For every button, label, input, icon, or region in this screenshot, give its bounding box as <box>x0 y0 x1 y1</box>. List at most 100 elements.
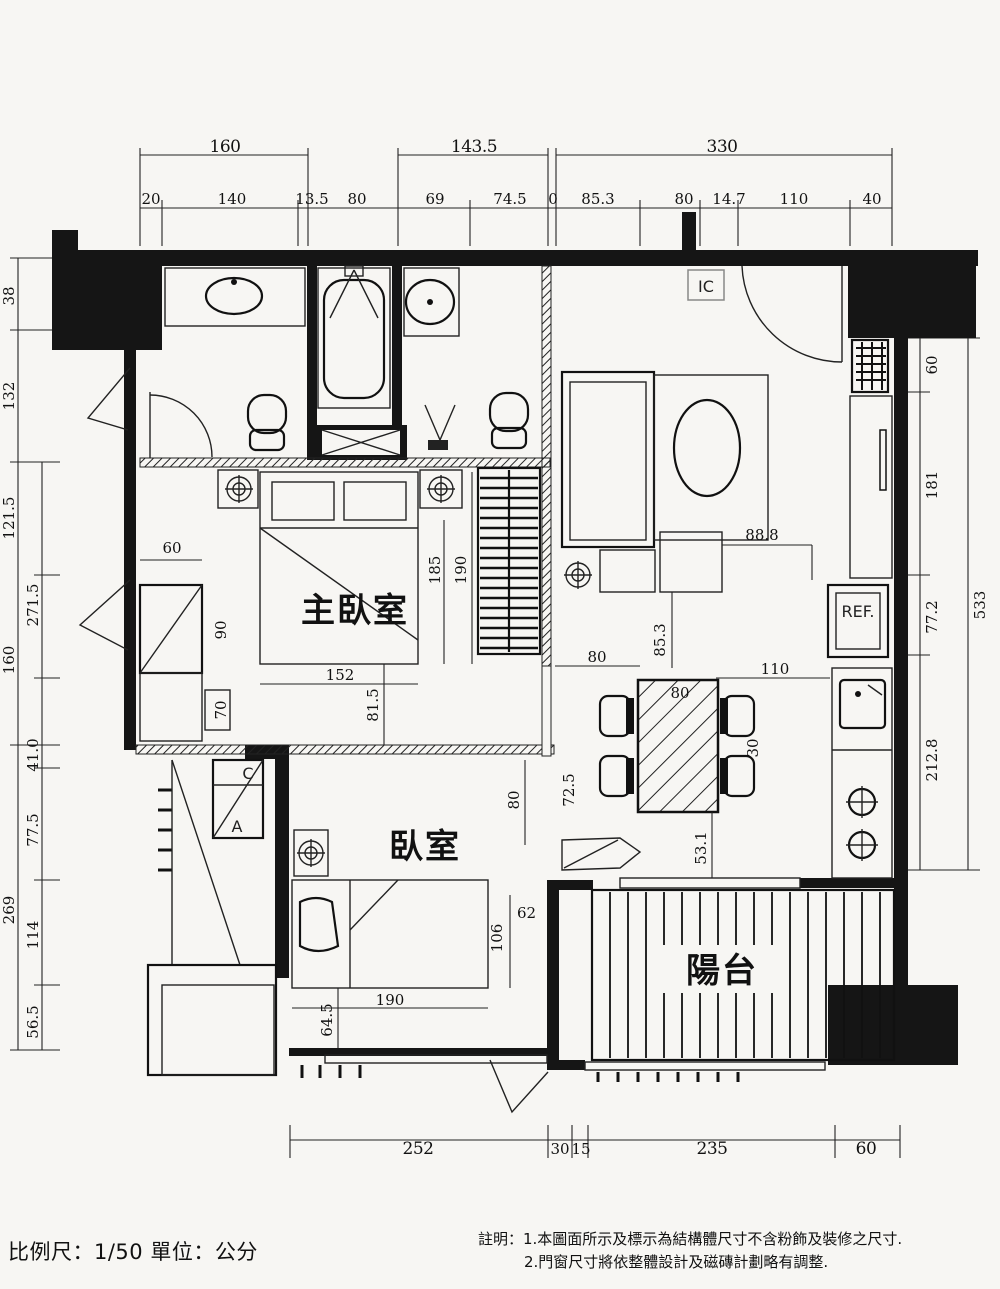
sink-right <box>404 278 456 326</box>
dim-right-60: 60 <box>923 355 941 374</box>
dim-bottom-30: 30 <box>550 1140 569 1158</box>
dim-88-8: 88.8 <box>745 526 778 544</box>
right-dimensions: 60 181 77.2 533 212.8 <box>905 337 989 871</box>
sofa <box>560 370 656 549</box>
dim-top-2: 143.5 <box>451 137 497 157</box>
dim-table-30: 30 <box>744 738 762 757</box>
bathrooms <box>149 265 530 458</box>
shoe-cabinet <box>850 338 890 394</box>
dim-top2-11: 110 <box>780 190 809 208</box>
intercom-label: IC <box>698 277 714 296</box>
dim-left-132: 132 <box>0 382 18 411</box>
dim-top2-4: 80 <box>347 190 366 208</box>
lamp-icon <box>297 839 325 867</box>
dim-53-1: 53.1 <box>692 831 710 864</box>
living-dining: IC 88.8 85.3 80 110 80 30 <box>505 265 843 878</box>
tv-cabinet <box>659 531 723 593</box>
master-bed <box>259 471 419 665</box>
bottom-dimensions: 252 30 15 235 60 <box>289 1125 901 1159</box>
toilet-right <box>488 391 530 450</box>
wall-bedroom-left <box>275 748 289 978</box>
bathtub-inner <box>322 278 386 400</box>
second-bed <box>291 879 489 989</box>
dim-left-41: 41.0 <box>24 738 42 771</box>
dining-chair <box>598 754 634 798</box>
bathtub <box>317 267 391 409</box>
sink-left <box>204 276 264 316</box>
dim-left-38: 38 <box>0 286 18 305</box>
partition-master-bedroom <box>135 744 555 755</box>
structural-walls <box>52 212 978 1070</box>
dim-left-269: 269 <box>0 896 18 925</box>
toilet-left <box>246 393 288 452</box>
plan-note-1: 註明：1.本圖面所示及標示為結構體尺寸不含粉飾及裝修之尺寸. <box>478 1230 903 1248</box>
dim-right-77-2: 77.2 <box>923 600 941 633</box>
room-label-bedroom: 臥室 <box>389 827 461 867</box>
wall-bedroom-bottom <box>289 1048 547 1056</box>
top-dimensions: 160 143.5 330 20 140 13.5 80 69 74.5 0 8… <box>139 137 893 246</box>
dining-chair <box>598 694 634 738</box>
meter-label-c: C <box>242 764 253 783</box>
master-pillow-1 <box>271 481 335 521</box>
intercom-box <box>687 269 725 301</box>
master-bedroom: 主臥室 60 90 70 185 190 152 81.5 <box>78 367 542 745</box>
dim-door-80: 80 <box>505 790 523 809</box>
dim-right-181: 181 <box>923 471 941 500</box>
dim-table-80: 80 <box>670 684 689 702</box>
dim-top2-6: 74.5 <box>493 190 526 208</box>
wall-right <box>894 335 908 985</box>
dim-top2-12: 40 <box>862 190 881 208</box>
coffee-table <box>672 398 742 498</box>
plan-note-2: 2.門窗尺寸將依整體設計及磁磚計劃略有調整. <box>524 1253 829 1271</box>
dining-chair <box>720 754 756 798</box>
kitchen-sink <box>838 678 887 730</box>
dim-left-121-5: 121.5 <box>0 497 18 540</box>
dim-left-271-5: 271.5 <box>24 584 42 627</box>
dim-85-3: 85.3 <box>651 623 669 656</box>
lamp-icon <box>225 475 253 503</box>
partition-bath-master <box>139 457 551 468</box>
dim-master-60: 60 <box>162 539 181 557</box>
coffee-table-area <box>653 374 769 541</box>
wall-bath-divider-2 <box>392 250 402 460</box>
meter-label-a: A <box>232 817 243 836</box>
fridge <box>826 583 890 659</box>
second-bedroom: 臥室 62 106 190 64.5 <box>291 827 549 1114</box>
door-swing-entrance[interactable] <box>741 265 843 363</box>
room-label-balcony: 陽台 <box>686 951 758 991</box>
side-table <box>599 549 656 593</box>
vanity-left <box>164 267 306 327</box>
kitchen-cabinet <box>849 395 893 579</box>
door-bath-entry[interactable] <box>86 367 131 431</box>
wall-balcony-left <box>547 880 559 1070</box>
dim-top2-10: 14.7 <box>712 190 745 208</box>
dining-chair <box>720 694 756 738</box>
dim-bottom-235: 235 <box>697 1139 728 1159</box>
dim-right-533: 533 <box>971 591 989 620</box>
window-swing[interactable] <box>489 1059 549 1114</box>
dim-bed-185: 185 <box>426 556 444 585</box>
dim-master-90: 90 <box>212 620 230 639</box>
dim-door-72-5: 72.5 <box>560 773 578 806</box>
bedroom-door-leaf[interactable] <box>561 837 642 871</box>
door-master-entry[interactable] <box>78 579 131 651</box>
fridge-label: REF. <box>842 602 875 621</box>
dim-64-5: 64.5 <box>318 1003 336 1036</box>
corridor-utility: C A <box>146 758 278 1077</box>
dim-81-5: 81.5 <box>364 688 382 721</box>
lamp-icon <box>427 475 455 503</box>
room-label-master-bedroom: 主臥室 <box>301 591 409 631</box>
door-swing-bath-left[interactable] <box>149 394 213 458</box>
wall-bath-divider-1 <box>307 250 317 460</box>
column-block-top-left <box>62 250 162 350</box>
dim-left-77-5: 77.5 <box>24 813 42 846</box>
dim-bed2-190: 190 <box>376 991 405 1009</box>
dim-bottom-252: 252 <box>403 1139 434 1159</box>
partition-master-living <box>541 265 552 667</box>
stove-burner-icon <box>846 829 878 861</box>
lamp-icon <box>564 561 592 589</box>
kitchen: REF. <box>826 338 893 879</box>
pillow <box>298 896 340 953</box>
dim-dining-110: 110 <box>761 660 790 678</box>
